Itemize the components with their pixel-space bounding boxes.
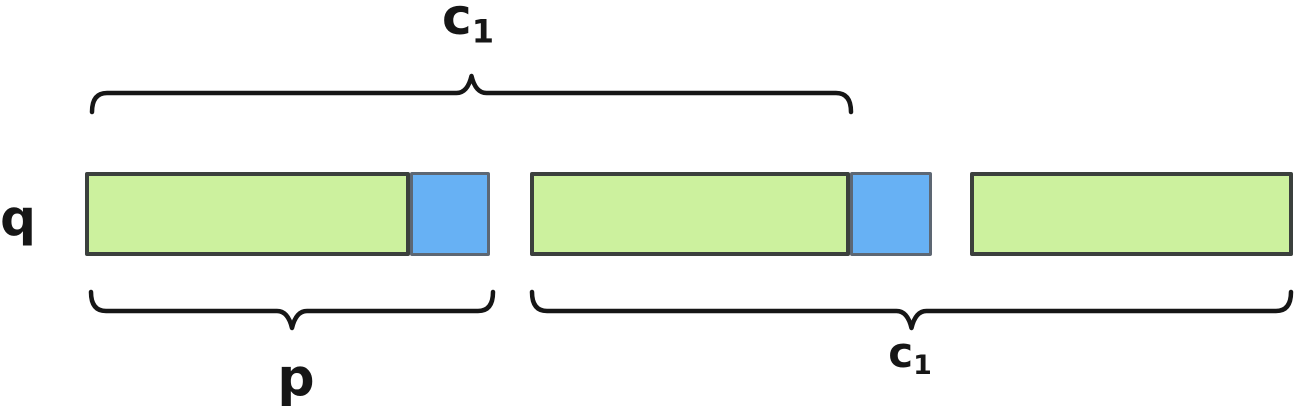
row-label-q-text: q [0,189,36,247]
top-brace-label-subscript: 1 [471,12,494,51]
bar2-blue-segment [850,172,932,256]
bottom-left-brace-label-text: p [277,348,315,408]
bottom-right-brace-label-c1: c1 [888,332,932,380]
bottom-left-brace-label-p: p [277,352,314,404]
bar3-green-segment [970,172,1293,256]
row-label-q: q [0,193,36,243]
top-brace-label-base: c [442,0,472,46]
bar1-green-segment [85,172,410,256]
bottom-right-brace-label-subscript: 1 [913,349,932,381]
top-brace-c1 [89,73,854,115]
bottom-right-brace-label-base: c [888,328,914,377]
bottom-brace-p [88,289,496,331]
bottom-brace-c1 [529,289,1294,331]
top-brace-label-c1: c1 [442,0,494,47]
bar1-blue-segment [410,172,490,256]
bar2-green-segment [530,172,850,256]
